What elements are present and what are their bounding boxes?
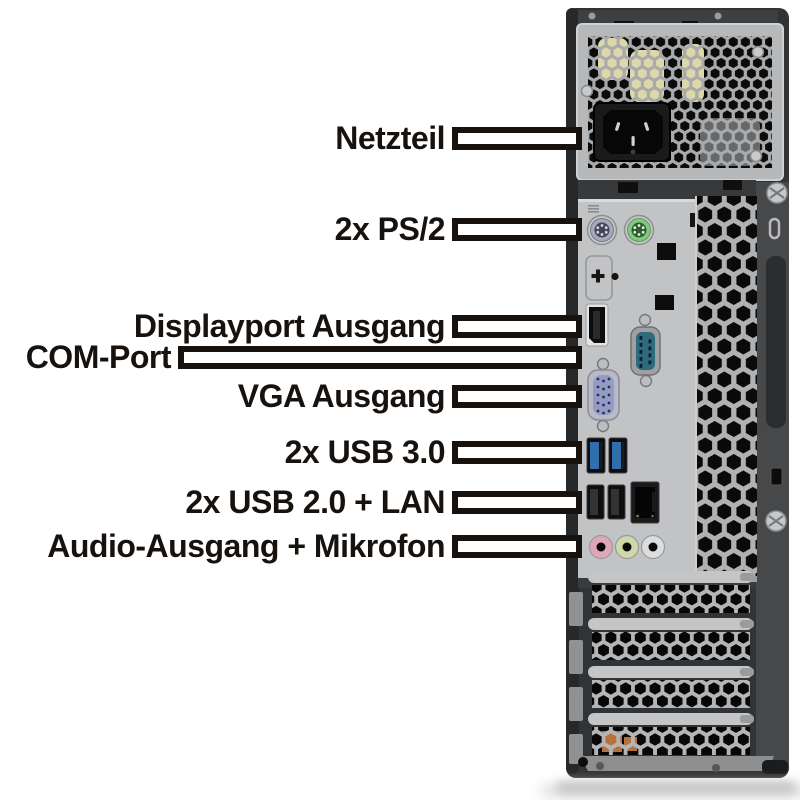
slot-cover — [588, 713, 754, 755]
usb2-ports — [586, 484, 626, 520]
label-usb2-lan: 2x USB 2.0 + LAN — [185, 484, 445, 520]
label-row-com-port: COM-Port — [0, 340, 582, 374]
handle-recess — [766, 256, 786, 428]
slot-cover — [588, 666, 754, 708]
label-row-ps2: 2x PS/2 — [0, 212, 582, 246]
label-row-displayport: Displayport Ausgang — [0, 309, 582, 343]
label-row-netzteil: Netzteil — [0, 121, 582, 155]
usb3-ports — [586, 437, 628, 474]
displayport — [585, 303, 609, 347]
cmos-button — [585, 255, 619, 301]
label-audio: Audio-Ausgang + Mikrofon — [47, 528, 445, 564]
power-inlet — [593, 102, 671, 162]
bottom-rail — [580, 756, 774, 771]
label-row-vga: VGA Ausgang — [0, 379, 582, 413]
lan-port — [630, 481, 660, 524]
audio-jacks — [588, 534, 666, 560]
psu-io-gap — [578, 180, 756, 200]
label-com-port: COM-Port — [25, 339, 172, 375]
pointer-bar-vga — [452, 384, 582, 408]
label-vga: VGA Ausgang — [237, 378, 446, 414]
ps2-mouse-port — [623, 214, 655, 246]
label-row-usb2-lan: 2x USB 2.0 + LAN — [0, 485, 582, 519]
pointer-bar-com-port — [178, 345, 582, 369]
ps2-keyboard-port — [586, 214, 618, 246]
label-netzteil: Netzteil — [335, 120, 445, 156]
com-port — [630, 313, 661, 388]
pointer-bar-displayport — [452, 314, 582, 338]
thumbscrew — [765, 510, 787, 532]
vga-port — [587, 357, 620, 433]
label-row-audio: Audio-Ausgang + Mikrofon — [0, 529, 582, 563]
case-foot — [762, 760, 788, 774]
label-usb3: 2x USB 3.0 — [284, 434, 446, 470]
psu-section — [576, 23, 784, 181]
side-vent — [695, 196, 757, 582]
expansion-slots — [569, 571, 788, 774]
floor-shadow — [556, 781, 796, 794]
thumbscrew — [766, 182, 788, 204]
slot-cover — [588, 618, 754, 660]
pointer-bar-netzteil — [452, 126, 582, 150]
slot-cover — [588, 571, 754, 613]
kensington-slot — [770, 467, 783, 486]
pointer-bar-usb2-lan — [452, 490, 582, 514]
padlock-loop — [768, 217, 781, 240]
label-row-usb3: 2x USB 3.0 — [0, 435, 582, 469]
case-right-edge — [765, 182, 788, 532]
label-displayport: Displayport Ausgang — [133, 308, 446, 344]
pointer-bar-audio — [452, 534, 582, 558]
label-ps2: 2x PS/2 — [334, 211, 446, 247]
pointer-bar-usb3 — [452, 440, 582, 464]
pointer-bar-ps2 — [452, 217, 582, 241]
